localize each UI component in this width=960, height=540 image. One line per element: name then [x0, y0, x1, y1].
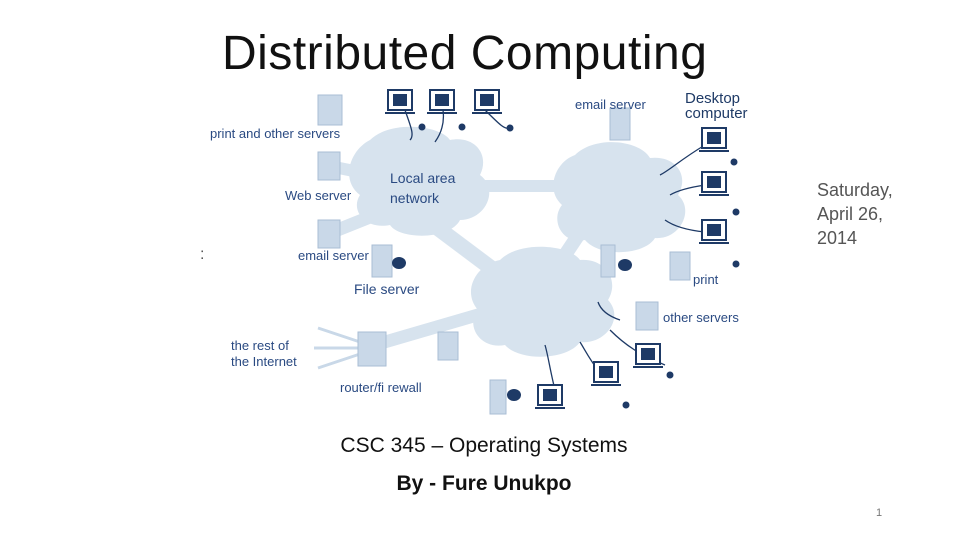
disk-bottom-icon — [507, 389, 521, 401]
label-desktop-2: computer — [685, 105, 748, 122]
label-print-servers: print and other servers — [210, 126, 341, 141]
router-icon — [357, 331, 387, 367]
stray-colon: : — [200, 246, 205, 263]
cloud-link-3 — [548, 223, 590, 275]
computer-icon — [427, 89, 466, 131]
label-rest-of-internet-1: the rest of — [231, 338, 289, 353]
web-server-icon — [317, 151, 341, 181]
desktop-computers — [385, 89, 740, 409]
computer-icon — [535, 384, 565, 409]
label-router: router/fi rewall — [340, 380, 422, 395]
label-other-servers: other servers — [663, 310, 739, 325]
label-email-server-top: email server — [575, 97, 646, 112]
label-web-server: Web server — [285, 188, 352, 203]
email-server-left-icon — [317, 219, 341, 249]
computer-icon — [699, 127, 738, 166]
diagram-labels: print and other servers Web server email… — [210, 90, 748, 395]
internet-arrows — [314, 326, 361, 370]
author-subtitle: By - Fure Unukpo — [396, 472, 572, 495]
lan-cloud-right — [553, 142, 686, 253]
other-servers-icon — [635, 301, 659, 331]
disk-right-icon — [618, 259, 632, 271]
computer-icon — [472, 89, 514, 132]
network-diagram: print and other servers Web server email… — [210, 89, 748, 415]
computer-icon — [385, 89, 426, 131]
label-file-server: File server — [354, 281, 420, 297]
print-server-icon — [317, 94, 343, 126]
label-email-server-left: email server — [298, 248, 369, 263]
label-rest-of-internet-2: the Internet — [231, 354, 297, 369]
computer-icon — [699, 171, 740, 216]
cloud-link-1 — [470, 180, 570, 192]
computer-icon — [591, 361, 630, 409]
disk-icons — [392, 257, 632, 401]
slide-date: Saturday, April 26, 2014 — [817, 180, 893, 248]
lan-cloud-left — [349, 126, 490, 236]
file-server-icon — [371, 244, 393, 278]
page-number: 1 — [876, 507, 883, 519]
course-subtitle: CSC 345 – Operating Systems — [340, 434, 628, 457]
cloud-link-5 — [328, 160, 380, 182]
cloud-link-2 — [430, 220, 520, 292]
slide-title: Distributed Computing — [222, 27, 708, 80]
server-bottom-2-icon — [489, 379, 507, 415]
server-boxes — [317, 94, 691, 415]
server-right-1-icon — [600, 244, 616, 278]
label-desktop-1: Desktop — [685, 90, 740, 107]
network-clouds — [320, 126, 686, 357]
server-bottom-1-icon — [437, 331, 459, 361]
cloud-link-4 — [376, 303, 500, 350]
print-icon — [669, 251, 691, 281]
computer-icon — [633, 343, 674, 379]
email-server-top-icon — [609, 107, 631, 141]
label-print: print — [693, 272, 719, 287]
computer-icon — [699, 219, 740, 268]
label-lan-1: Local area — [390, 170, 456, 186]
disk-file-server-icon — [392, 257, 406, 269]
label-lan-2: network — [390, 190, 440, 206]
